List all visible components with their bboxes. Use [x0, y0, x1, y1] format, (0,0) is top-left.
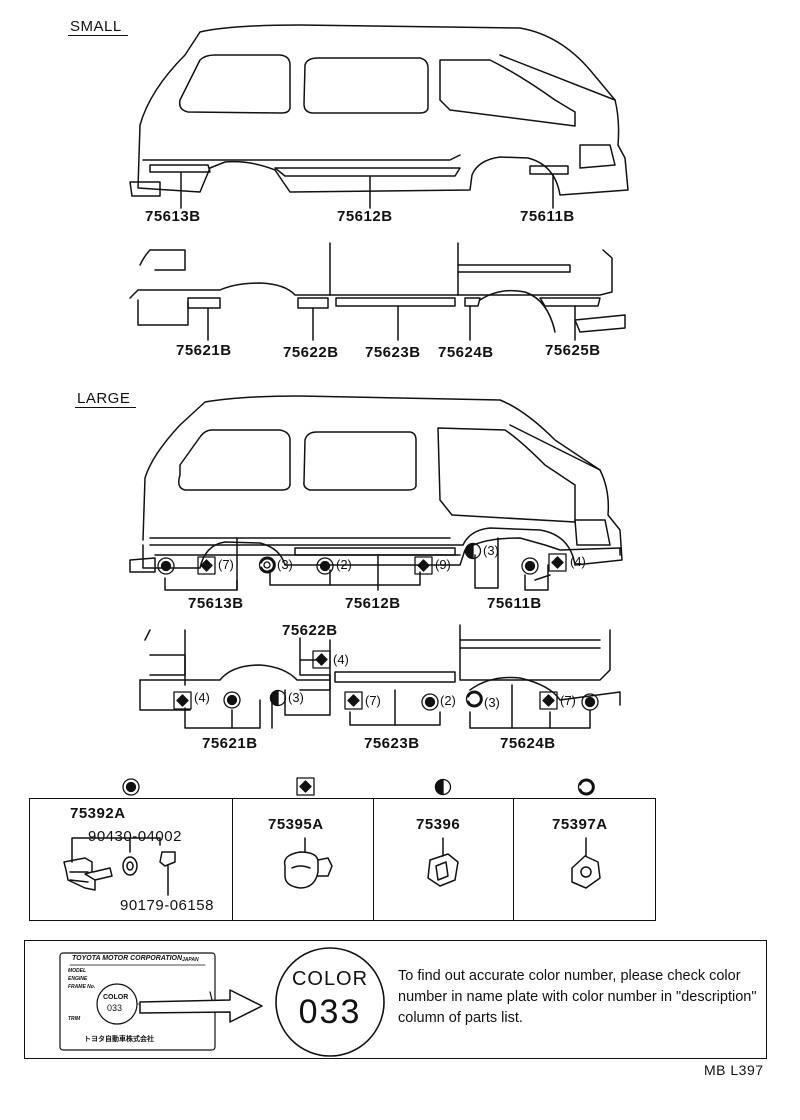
plate-country: JAPAN [182, 957, 199, 963]
color-badge-circle [275, 947, 385, 1057]
plate-trim: TRIM [68, 1016, 81, 1022]
qty-label: (4) [194, 690, 210, 705]
plate-jp-maker: トヨタ自動車株式会社 [84, 1036, 154, 1043]
plate-engine: ENGINE [68, 976, 88, 982]
color-note-text: To find out accurate color number, pleas… [398, 968, 757, 1026]
legend-half-circle-symbol [434, 778, 452, 796]
plate-maker: TOYOTA MOTOR CORPORATION [72, 955, 183, 962]
large-van-side-2 [139, 624, 621, 729]
diamond-symbol-b [414, 556, 433, 575]
legend-symbols [122, 777, 595, 796]
diamond-symbol-a [197, 556, 216, 575]
color-badge-value: 033 [298, 993, 362, 1031]
large-part-75622b: 75622B [282, 622, 338, 639]
part-75397a-label: 75397A [552, 816, 608, 833]
part-75396-label: 75396 [416, 816, 461, 833]
plate-color-value: 033 [107, 1003, 123, 1013]
legend-diamond-symbol [296, 777, 315, 796]
clip-symbol-c [521, 557, 539, 575]
qty-label: (3) [277, 557, 293, 572]
legend-ring-symbol [577, 778, 595, 796]
half-circle-symbol-a [464, 542, 482, 560]
diamond-symbol-f [344, 691, 363, 710]
part-box-75397a [513, 798, 656, 921]
qty-label: (4) [570, 554, 586, 569]
ring-symbol-a [258, 556, 276, 574]
arrow-icon [139, 989, 263, 1023]
color-note-box [24, 940, 767, 1059]
part-90179-label: 90179-06158 [120, 897, 214, 914]
qty-label: (3) [288, 690, 304, 705]
color-badge-label: COLOR [291, 968, 369, 990]
large-part-75623b: 75623B [364, 735, 420, 752]
clip-symbol-d [223, 691, 241, 709]
half-circle-symbol-b [269, 689, 287, 707]
qty-label: (3) [483, 543, 499, 558]
plate-color-label: COLOR [103, 994, 129, 1001]
large-part-75611b: 75611B [487, 595, 542, 612]
large-van-side-1 [129, 395, 623, 591]
section-small-title: SMALL [68, 18, 128, 36]
qty-label: (9) [435, 557, 451, 572]
qty-label: (3) [484, 695, 500, 710]
part-75397a-drawing [571, 837, 601, 889]
part-75395a-drawing [283, 837, 333, 889]
diamond-symbol-c [548, 553, 567, 572]
small-van-side-2 [129, 242, 626, 341]
small-part-75612b: 75612B [337, 208, 393, 225]
large-part-75613b: 75613B [188, 595, 244, 612]
small-part-75613b: 75613B [145, 208, 201, 225]
part-75392a-label: 75392A [70, 805, 126, 822]
qty-label: (4) [333, 652, 349, 667]
diamond-symbol-g [539, 691, 558, 710]
large-part-75612b: 75612B [345, 595, 401, 612]
part-75395a-label: 75395A [268, 816, 324, 833]
clip-symbol-a [157, 557, 175, 575]
clip-symbol-f [581, 693, 599, 711]
clip-symbol-e [421, 693, 439, 711]
small-part-75622b: 75622B [283, 344, 339, 361]
qty-label: (2) [336, 557, 352, 572]
fastener-symbols [157, 542, 599, 711]
ring-symbol-b [465, 690, 483, 708]
clip-symbol-b [316, 557, 334, 575]
plate-frame: FRAME No. [68, 984, 96, 990]
legend-clip-symbol [122, 778, 140, 796]
qty-label: (7) [365, 693, 381, 708]
small-part-75625b: 75625B [545, 342, 601, 359]
qty-label: (2) [440, 693, 456, 708]
small-part-75624b: 75624B [438, 344, 494, 361]
diamond-symbol-e [173, 691, 192, 710]
diamond-symbol-d [312, 650, 331, 669]
plate-model: MODEL [68, 968, 87, 974]
part-75392a-drawing [63, 837, 176, 896]
small-part-75611b: 75611B [520, 208, 575, 225]
part-90430-label: 90430-04002 [88, 828, 182, 845]
diagram-code: MB L397 [704, 1062, 764, 1078]
small-part-75623b: 75623B [365, 344, 421, 361]
qty-label: (7) [218, 557, 234, 572]
small-van-side-1 [129, 24, 629, 209]
section-large-title: LARGE [75, 390, 137, 408]
large-part-75624b: 75624B [500, 735, 556, 752]
part-75396-drawing [427, 837, 459, 887]
large-part-75621b: 75621B [202, 735, 258, 752]
qty-label: (7) [560, 693, 576, 708]
small-part-75621b: 75621B [176, 342, 232, 359]
